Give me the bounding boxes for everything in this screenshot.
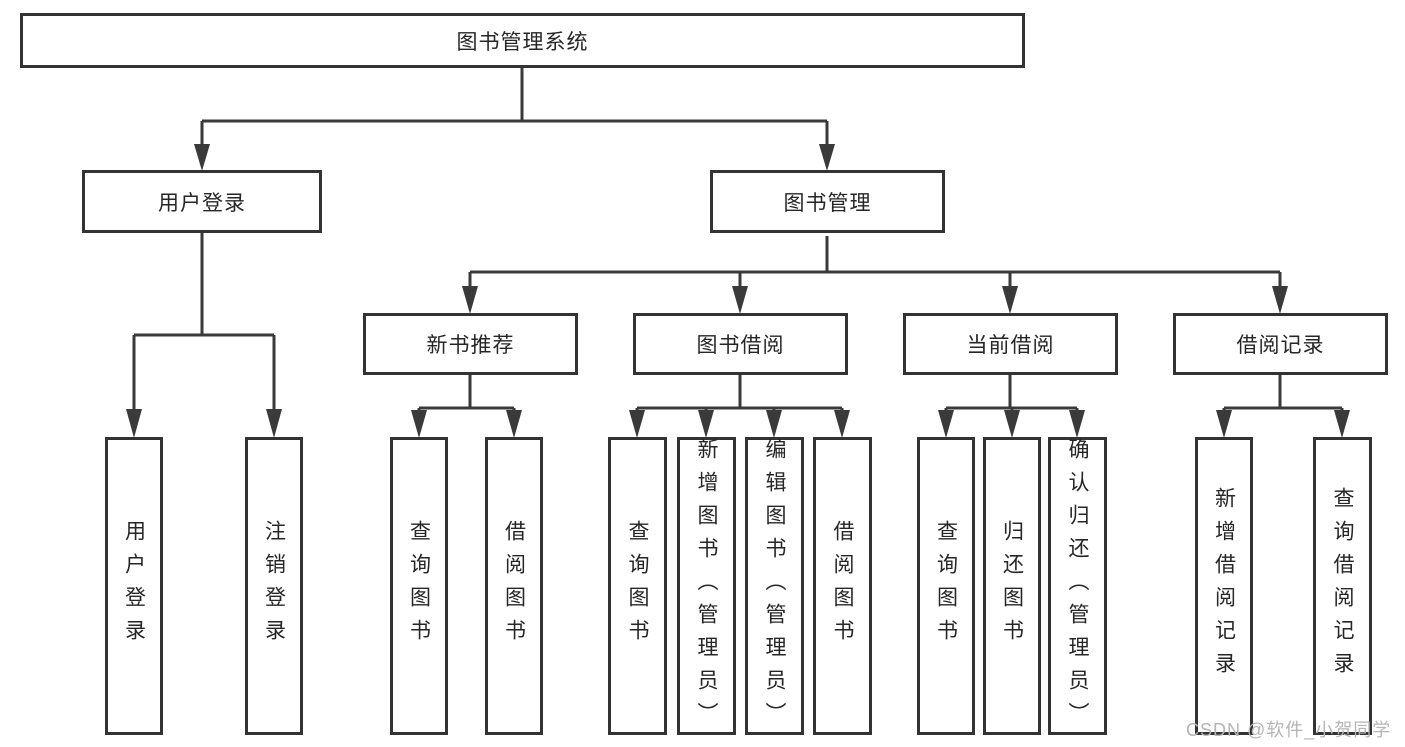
leaf-return-books: 归还图书 bbox=[983, 437, 1041, 735]
leaf-confirm-return-admin-label: 确认归还（管理员） bbox=[1066, 437, 1089, 735]
node-book-borrow: 图书借阅 bbox=[633, 313, 848, 375]
leaf-user-login: 用户登录 bbox=[105, 437, 163, 735]
node-borrow-record: 借阅记录 bbox=[1173, 313, 1388, 375]
leaf-logout-label: 注销登录 bbox=[262, 520, 286, 652]
node-book-borrow-label: 图书借阅 bbox=[696, 334, 785, 357]
node-current-borrow-label: 当前借阅 bbox=[966, 334, 1055, 357]
leaf-user-login-label: 用户登录 bbox=[122, 520, 146, 652]
leaf-query-borrow-record: 查询借阅记录 bbox=[1313, 437, 1372, 735]
leaf-logout: 注销登录 bbox=[245, 437, 303, 735]
node-user-login: 用户登录 bbox=[82, 170, 322, 233]
leaf-edit-books-admin: 编辑图书（管理员） bbox=[745, 437, 804, 735]
leaf-add-books-admin: 新增图书（管理员） bbox=[677, 437, 736, 735]
node-user-login-label: 用户登录 bbox=[158, 191, 246, 215]
leaf-query-books-current: 查询图书 bbox=[917, 437, 975, 735]
leaf-query-books-recommend: 查询图书 bbox=[390, 437, 448, 735]
node-current-borrow: 当前借阅 bbox=[903, 313, 1118, 375]
leaf-confirm-return-admin: 确认归还（管理员） bbox=[1048, 437, 1107, 735]
arrowheads bbox=[126, 144, 1350, 438]
leaf-add-books-admin-label: 新增图书（管理员） bbox=[695, 437, 718, 735]
leaf-return-books-label: 归还图书 bbox=[1000, 520, 1024, 652]
leaf-add-borrow-record: 新增借阅记录 bbox=[1195, 437, 1253, 735]
node-book-management-label: 图书管理 bbox=[783, 191, 872, 215]
leaf-query-borrow-record-label: 查询借阅记录 bbox=[1331, 487, 1354, 685]
leaf-query-books-recommend-label: 查询图书 bbox=[407, 520, 431, 652]
leaf-borrow-books-recommend: 借阅图书 bbox=[485, 437, 543, 735]
leaf-add-borrow-record-label: 新增借阅记录 bbox=[1212, 487, 1236, 685]
leaf-borrow-books: 借阅图书 bbox=[813, 437, 872, 735]
node-borrow-record-label: 借阅记录 bbox=[1236, 334, 1325, 357]
leaf-edit-books-admin-label: 编辑图书（管理员） bbox=[763, 437, 786, 735]
node-root-label: 图书管理系统 bbox=[456, 30, 589, 54]
leaf-query-books-current-label: 查询图书 bbox=[934, 520, 958, 652]
leaf-query-books-borrow: 查询图书 bbox=[608, 437, 667, 735]
node-new-book-recommend: 新书推荐 bbox=[363, 313, 578, 375]
csdn-watermark: CSDN @软件_小贺同学 bbox=[1186, 720, 1392, 740]
leaf-query-books-borrow-label: 查询图书 bbox=[626, 520, 649, 652]
node-new-book-recommend-label: 新书推荐 bbox=[426, 334, 515, 357]
node-book-management: 图书管理 bbox=[710, 170, 945, 233]
node-root-system: 图书管理系统 bbox=[20, 13, 1025, 68]
leaf-borrow-books-label: 借阅图书 bbox=[831, 520, 854, 652]
leaf-borrow-books-recommend-label: 借阅图书 bbox=[502, 520, 526, 652]
